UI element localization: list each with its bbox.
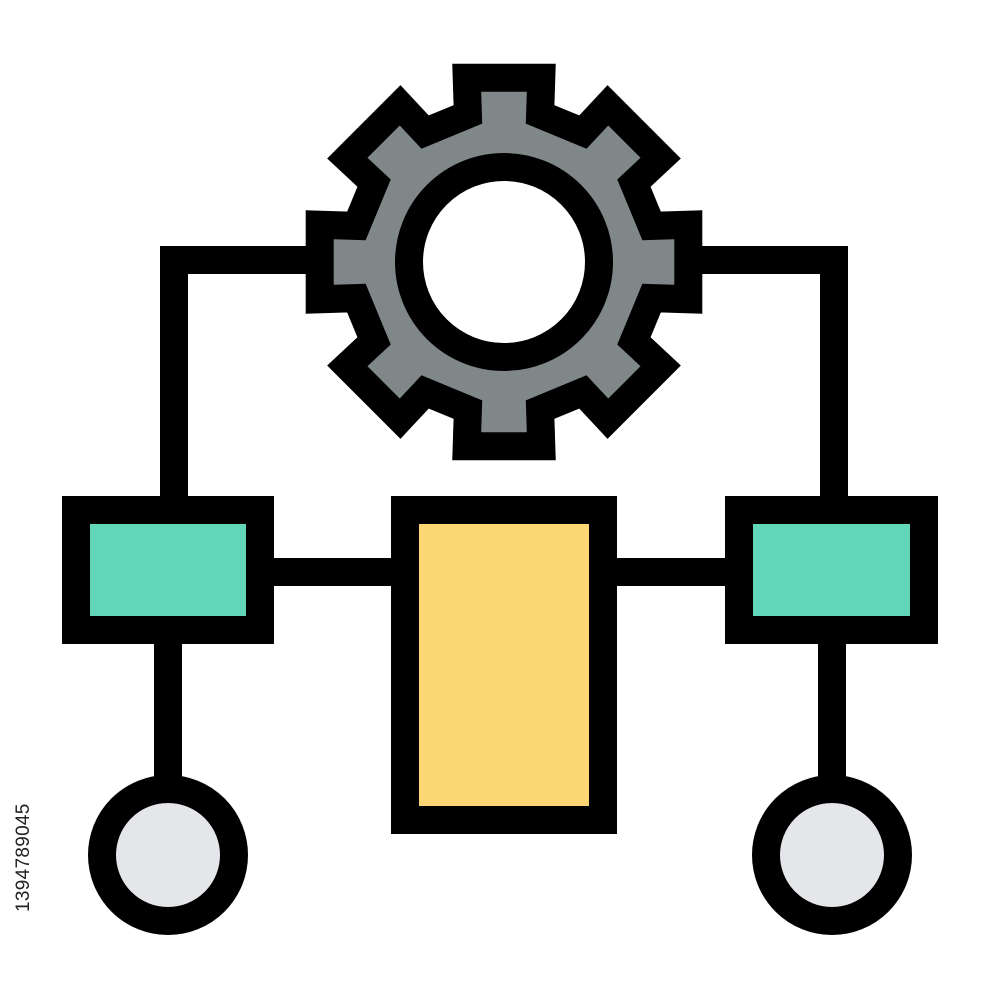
stock-image-id: 1394789045: [13, 803, 34, 912]
right-connector-line: [686, 246, 848, 511]
right-process-box: [725, 496, 938, 644]
right-endpoint-circle: [752, 775, 912, 935]
gear-hole: [395, 153, 613, 371]
center-process-box: [391, 496, 617, 834]
connector-lines: [154, 246, 848, 794]
left-process-box: [62, 496, 274, 644]
gear-icon: [305, 63, 703, 461]
left-endpoint-circle: [88, 775, 248, 935]
left-connector-line: [160, 246, 324, 511]
